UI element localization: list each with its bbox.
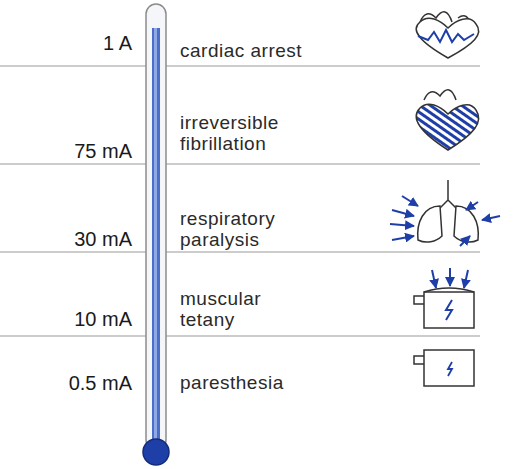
lungs-icon bbox=[390, 180, 500, 246]
current-value: 1 A bbox=[103, 32, 132, 55]
effect-label: paresthesia bbox=[180, 372, 284, 393]
tetany-icon bbox=[414, 268, 474, 328]
separator-lines bbox=[0, 66, 480, 336]
thermometer bbox=[143, 4, 169, 465]
current-value: 30 mA bbox=[74, 228, 132, 251]
effect-label: cardiac arrest bbox=[180, 40, 302, 61]
effect-label: respiratory paralysis bbox=[180, 208, 330, 250]
effect-label: irreversible fibrillation bbox=[180, 112, 330, 154]
paresthesia-icon bbox=[414, 350, 474, 386]
current-value: 0.5 mA bbox=[69, 372, 132, 395]
fibrillating-heart-icon bbox=[416, 90, 478, 150]
effect-label: muscular tetany bbox=[180, 288, 310, 330]
current-value: 10 mA bbox=[74, 308, 132, 331]
current-value: 75 mA bbox=[74, 140, 132, 163]
heart-icon bbox=[416, 12, 478, 58]
